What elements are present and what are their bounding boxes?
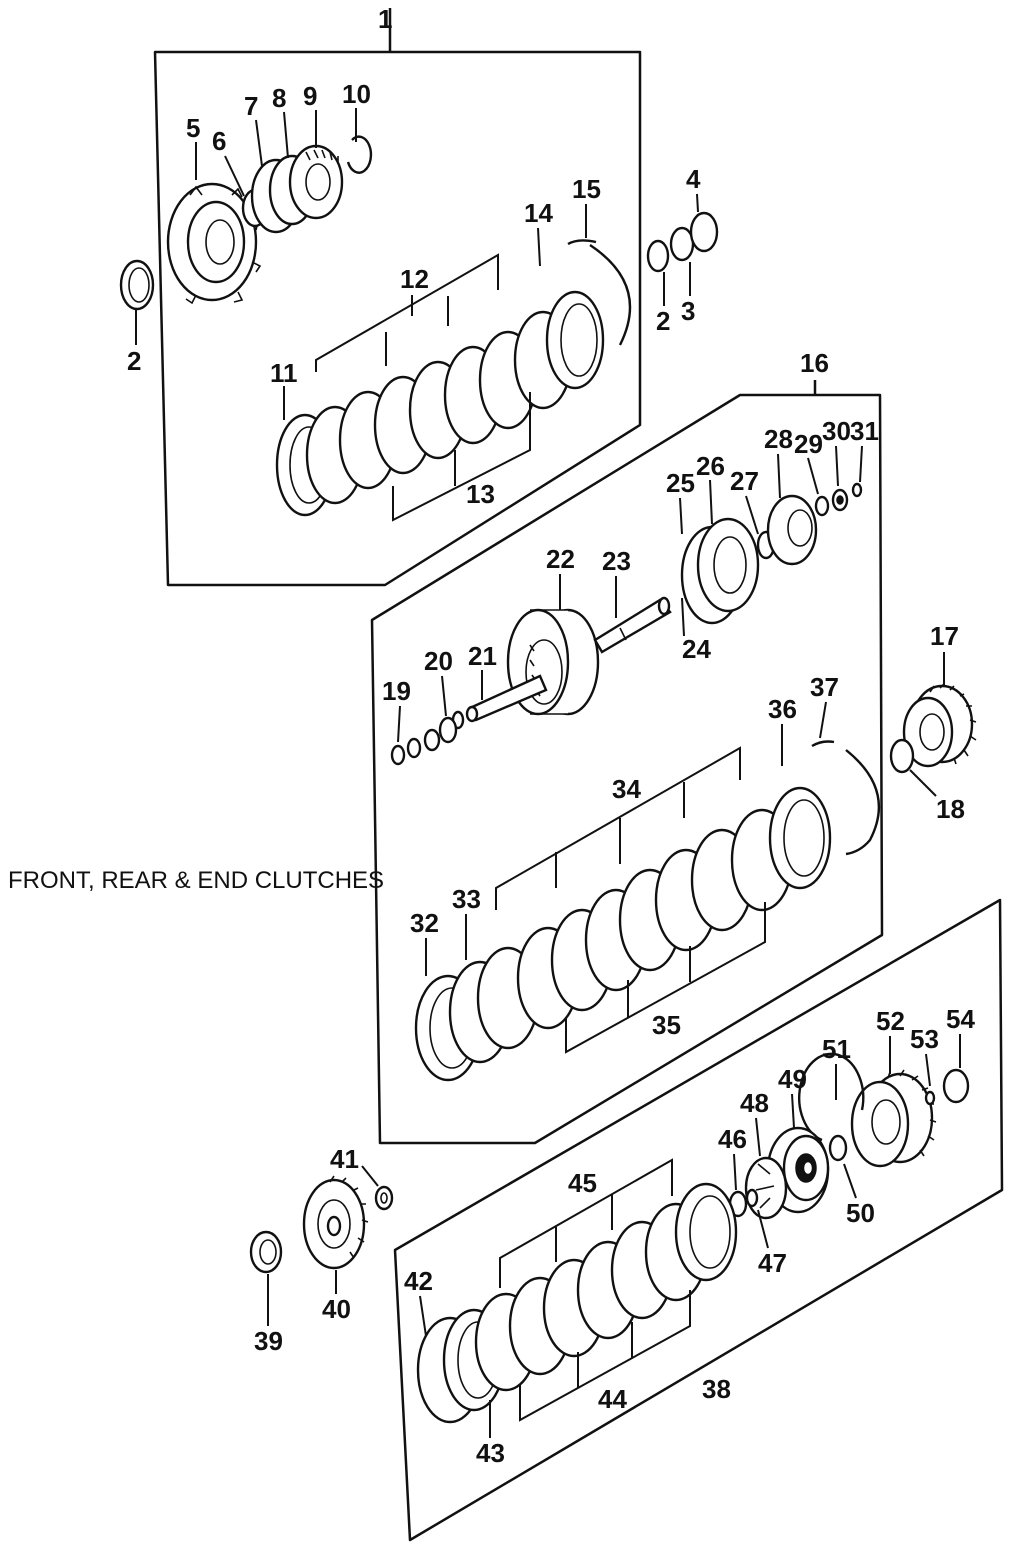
- callout-25: 25: [666, 468, 695, 498]
- callout-52: 52: [876, 1006, 905, 1036]
- end-clutch-group: 38 52 53 54 51 50: [393, 898, 1004, 1542]
- callout-6: 6: [212, 126, 226, 156]
- callout-47: 47: [758, 1248, 787, 1278]
- part-7-8-9-hub: [250, 144, 344, 234]
- part-5-drum: [166, 182, 262, 305]
- diagram-caption: FRONT, REAR & END CLUTCHES: [8, 867, 384, 894]
- part-53-ring: [924, 1090, 936, 1106]
- part-10-snap-ring: [346, 135, 373, 174]
- callout-20: 20: [424, 646, 453, 676]
- callout-1: 1: [378, 4, 392, 34]
- end-clutch-plate-stack: [416, 1182, 738, 1424]
- part-2-seal-left: [119, 259, 155, 311]
- callout-33: 33: [452, 884, 481, 914]
- front-clutch-group: 1 5 6 7 8 9 10: [153, 4, 642, 587]
- callout-13: 13: [466, 479, 495, 509]
- callout-35: 35: [652, 1010, 681, 1040]
- callout-39: 39: [254, 1326, 283, 1356]
- callout-18: 18: [936, 794, 965, 824]
- part-48-spring: [744, 1156, 788, 1220]
- part-50-seal: [828, 1134, 848, 1162]
- callout-27: 27: [730, 466, 759, 496]
- callout-53: 53: [910, 1024, 939, 1054]
- callout-2-left: 2: [127, 346, 141, 376]
- part-23-shaft: [593, 596, 672, 654]
- front-clutch-outline: [153, 8, 642, 587]
- callout-16: 16: [800, 348, 829, 378]
- callout-11: 11: [270, 358, 298, 388]
- callout-28: 28: [764, 424, 793, 454]
- callout-54: 54: [946, 1004, 975, 1034]
- callout-42: 42: [404, 1266, 433, 1296]
- callout-8: 8: [272, 83, 286, 113]
- part-25-26-piston: [680, 517, 760, 625]
- part-41-washer: [374, 1185, 394, 1211]
- callout-24: 24: [682, 634, 711, 664]
- part-54-bushing: [942, 1068, 970, 1104]
- callout-26: 26: [696, 451, 725, 481]
- callout-44: 44: [598, 1384, 627, 1414]
- callout-40: 40: [322, 1294, 351, 1324]
- callout-41: 41: [330, 1144, 359, 1174]
- callout-29: 29: [794, 429, 823, 459]
- callout-21: 21: [468, 641, 497, 671]
- callout-46: 46: [718, 1124, 747, 1154]
- end-clutch-outline: [393, 898, 1004, 1542]
- part-29-30-31-small: [814, 482, 863, 517]
- callout-51: 51: [822, 1034, 851, 1064]
- callout-5: 5: [186, 113, 200, 143]
- callout-30: 30: [822, 416, 851, 446]
- callout-9: 9: [303, 81, 317, 111]
- callout-45: 45: [568, 1168, 597, 1198]
- rear-clutch-plate-stack: [414, 786, 832, 1082]
- callout-15: 15: [572, 174, 601, 204]
- part-52-gear: [850, 1069, 937, 1168]
- part-39-washer: [249, 1230, 283, 1274]
- callout-50: 50: [846, 1198, 875, 1228]
- callout-7: 7: [244, 91, 258, 121]
- callout-38: 38: [702, 1374, 731, 1404]
- part-2-3-4-rings: [646, 211, 719, 273]
- callout-36: 36: [768, 694, 797, 724]
- callout-10: 10: [342, 79, 371, 109]
- callout-14: 14: [524, 198, 553, 228]
- callout-4: 4: [686, 164, 701, 194]
- callout-22: 22: [546, 544, 575, 574]
- rear-clutch-outline: [370, 380, 884, 1145]
- callout-49: 49: [778, 1064, 807, 1094]
- part-40-gear: [302, 1175, 369, 1270]
- callout-19: 19: [382, 676, 411, 706]
- callout-48: 48: [740, 1088, 769, 1118]
- callout-43: 43: [476, 1438, 505, 1468]
- callout-37: 37: [810, 672, 839, 702]
- part-28-retainer: [766, 494, 818, 566]
- part-51-ring: [798, 1052, 865, 1142]
- part-37-snap-ring: [811, 740, 881, 856]
- callout-12: 12: [400, 264, 429, 294]
- part-18-washer: [889, 738, 915, 774]
- part-15-snap-ring: [567, 239, 632, 346]
- front-clutch-plate-stack: [275, 290, 605, 517]
- part-17-gear: [902, 683, 977, 768]
- rear-clutch-group: 16 22 23 21 24: [370, 348, 884, 1145]
- callout-17: 17: [930, 621, 959, 651]
- callout-34: 34: [612, 774, 641, 804]
- callout-3: 3: [681, 296, 695, 326]
- callout-23: 23: [602, 546, 631, 576]
- callout-32: 32: [410, 908, 439, 938]
- part-19-20-seals: [390, 716, 458, 766]
- callout-2-right: 2: [656, 306, 670, 336]
- callout-31: 31: [850, 416, 879, 446]
